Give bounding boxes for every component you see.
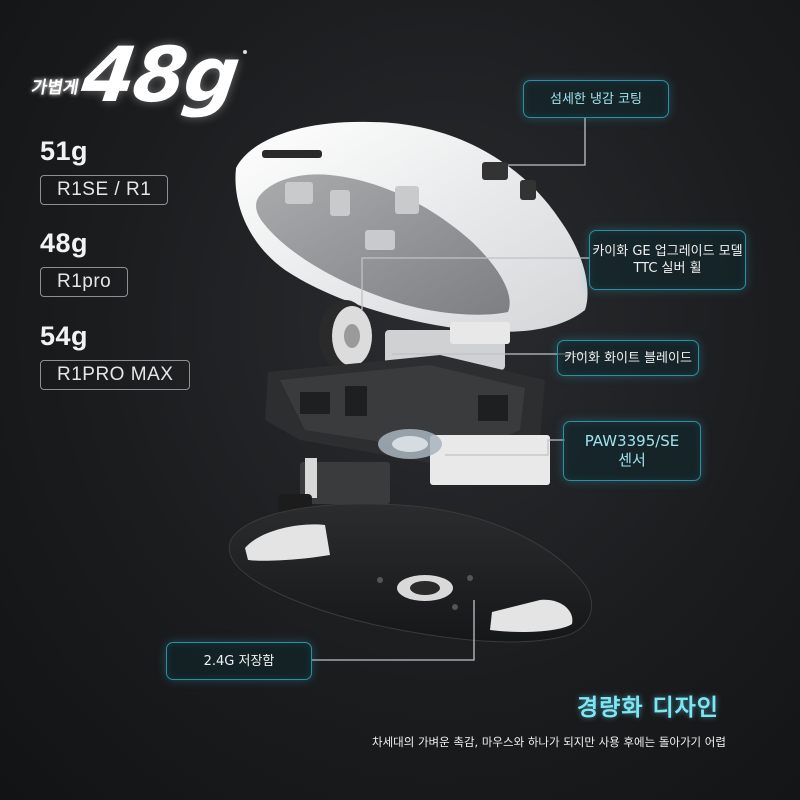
- model-r1pro-max: 54g R1PRO MAX: [40, 321, 191, 390]
- callout-sensor: PAW3395/SE 센서: [563, 421, 701, 481]
- model-weight: 54g: [40, 321, 89, 351]
- callout-label: 섬세한 냉감 코팅: [550, 91, 642, 107]
- callout-label-line1: 카이화 GE 업그레이드 모델: [592, 244, 743, 259]
- sensor-module: [378, 429, 550, 485]
- callout-label-line1: PAW3395/SE: [584, 432, 680, 450]
- model-name-tag: R1pro: [40, 267, 129, 297]
- callout-storage: 2.4G 저장함: [166, 642, 312, 680]
- scroll-wheel: [319, 300, 372, 372]
- callout-label-line2: TTC 실버 휠: [633, 261, 702, 276]
- callout-cooling-coating: 섬세한 냉감 코팅: [523, 80, 669, 118]
- hero-weight-title: 가볍게 48g: [30, 30, 248, 119]
- model-name-tag: R1SE / R1: [40, 175, 169, 205]
- model-r1pro: 48g R1pro: [40, 228, 129, 297]
- model-r1se: 51g R1SE / R1: [40, 136, 169, 205]
- callout-white-blade: 카이화 화이트 블레이드: [557, 340, 699, 376]
- leader-lines: [312, 118, 590, 661]
- top-shell: [235, 121, 588, 332]
- model-weight: 51g: [40, 136, 89, 166]
- model-name-tag: R1PRO MAX: [40, 360, 191, 390]
- callout-switch-wheel: 카이화 GE 업그레이드 모델 TTC 실버 휠: [589, 230, 746, 290]
- callout-label: 2.4G 저장함: [203, 653, 275, 669]
- hero-dot: [243, 50, 248, 54]
- base-plate: [228, 503, 593, 643]
- model-weight: 48g: [40, 228, 89, 258]
- callout-label-line2: 센서: [618, 451, 646, 469]
- footer-title: 경량화 디자인: [577, 695, 719, 721]
- callout-label: 카이화 화이트 블레이드: [564, 350, 692, 366]
- footer-description: 차세대의 가벼운 촉감, 마우스와 하나가 되지만 사용 후에는 돌아가기 어렵: [372, 735, 726, 749]
